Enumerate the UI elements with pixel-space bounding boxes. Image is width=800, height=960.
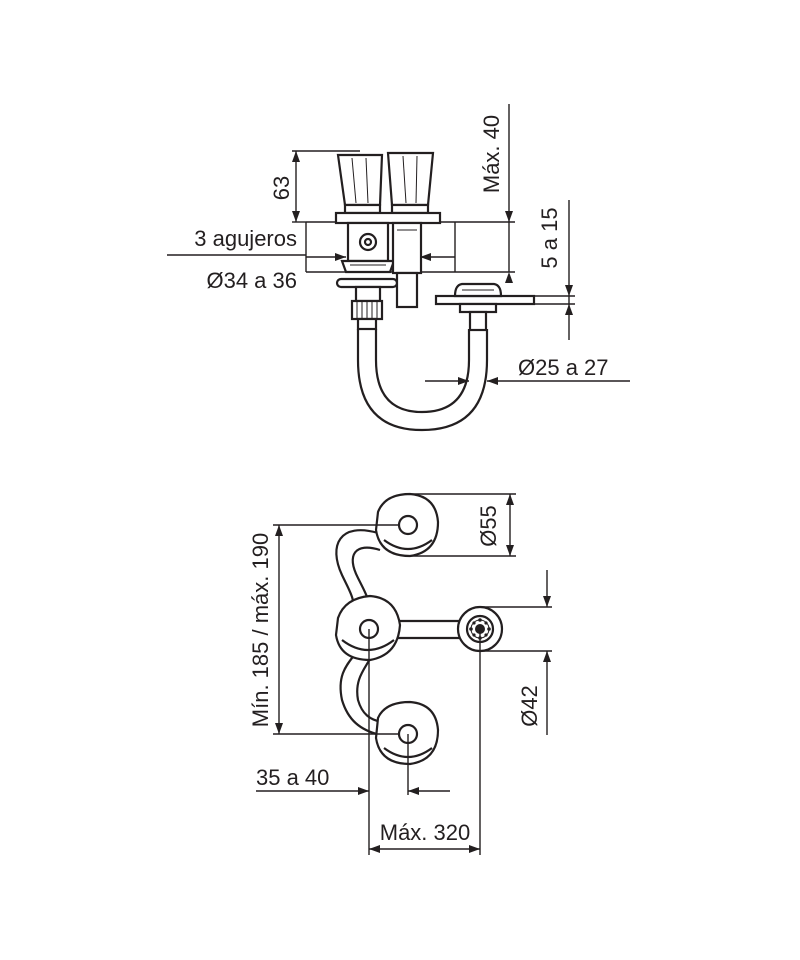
dimension-height-label: 63 — [269, 176, 294, 200]
dimension-max-depth-label: Máx. 40 — [479, 115, 504, 193]
dimension-outlet-hole: Ø25 a 27 — [425, 355, 630, 385]
connection-hose — [356, 329, 489, 432]
escutcheon-plate — [334, 211, 442, 225]
dimension-outlet-diameter: Ø42 — [480, 570, 552, 735]
dimension-holes: 3 agujeros Ø34 a 36 — [167, 226, 455, 293]
top-handle-lower — [374, 700, 440, 766]
left-handle — [336, 153, 384, 215]
offset-label: 35 a 40 — [256, 765, 329, 790]
outlet-hole-label: Ø25 a 27 — [518, 355, 609, 380]
dimension-thickness: 5 a 15 — [534, 200, 575, 340]
dimension-height: 63 — [269, 150, 360, 223]
right-handle — [386, 151, 435, 215]
dimension-handle-diameter: Ø55 — [410, 493, 516, 557]
dimension-max-depth: Máx. 40 — [455, 104, 515, 283]
right-valve-body — [391, 221, 423, 309]
handle-diameter-label: Ø55 — [476, 505, 501, 547]
top-outlet — [456, 605, 504, 653]
spacing-label: Mín. 185 / máx. 190 — [248, 533, 273, 727]
dimension-max-reach: Máx. 320 — [369, 820, 480, 853]
deck-outlet — [434, 282, 536, 332]
max-reach-label: Máx. 320 — [380, 820, 471, 845]
side-view: 63 Máx. 40 5 a 15 3 agujeros Ø34 a 36 — [167, 104, 630, 432]
dimension-thickness-label: 5 a 15 — [537, 207, 562, 268]
holes-diameter-label: Ø34 a 36 — [206, 268, 297, 293]
dimension-spacing: Mín. 185 / máx. 190 — [248, 524, 400, 735]
outlet-diameter-label: Ø42 — [517, 685, 542, 727]
top-handle-middle — [334, 594, 402, 662]
left-valve-body — [335, 221, 399, 331]
dimension-offset: 35 a 40 — [256, 765, 450, 795]
top-view: Ø55 Mín. 185 / máx. 190 Ø42 — [248, 492, 552, 855]
holes-label: 3 agujeros — [194, 226, 297, 251]
